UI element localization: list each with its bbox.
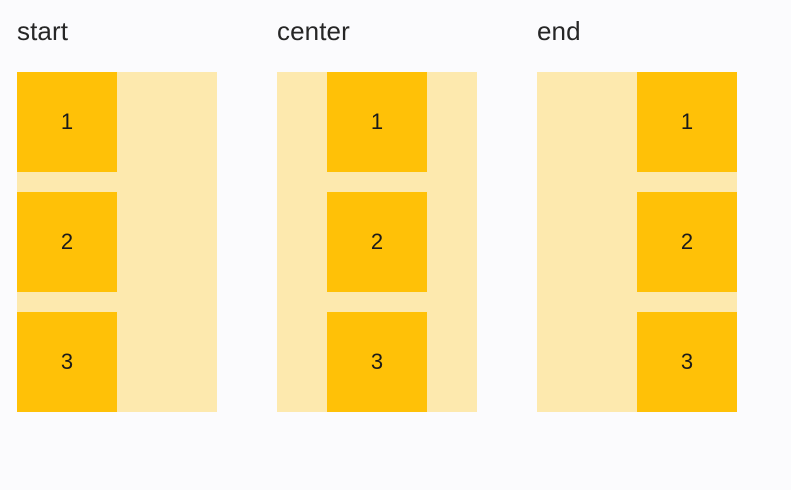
align-container-center: 1 2 3 bbox=[277, 72, 477, 412]
flex-box: 3 bbox=[17, 312, 117, 412]
flex-box: 1 bbox=[327, 72, 427, 172]
flex-box: 3 bbox=[327, 312, 427, 412]
align-container-start: 1 2 3 bbox=[17, 72, 217, 412]
flex-box: 2 bbox=[637, 192, 737, 292]
group-label-center: center bbox=[277, 16, 350, 46]
flex-box: 2 bbox=[327, 192, 427, 292]
align-container-end: 1 2 3 bbox=[537, 72, 737, 412]
flex-box: 1 bbox=[17, 72, 117, 172]
flex-box: 1 bbox=[637, 72, 737, 172]
group-label-start: start bbox=[17, 16, 69, 46]
flex-box: 3 bbox=[637, 312, 737, 412]
group-label-end: end bbox=[537, 16, 581, 46]
flex-box: 2 bbox=[17, 192, 117, 292]
